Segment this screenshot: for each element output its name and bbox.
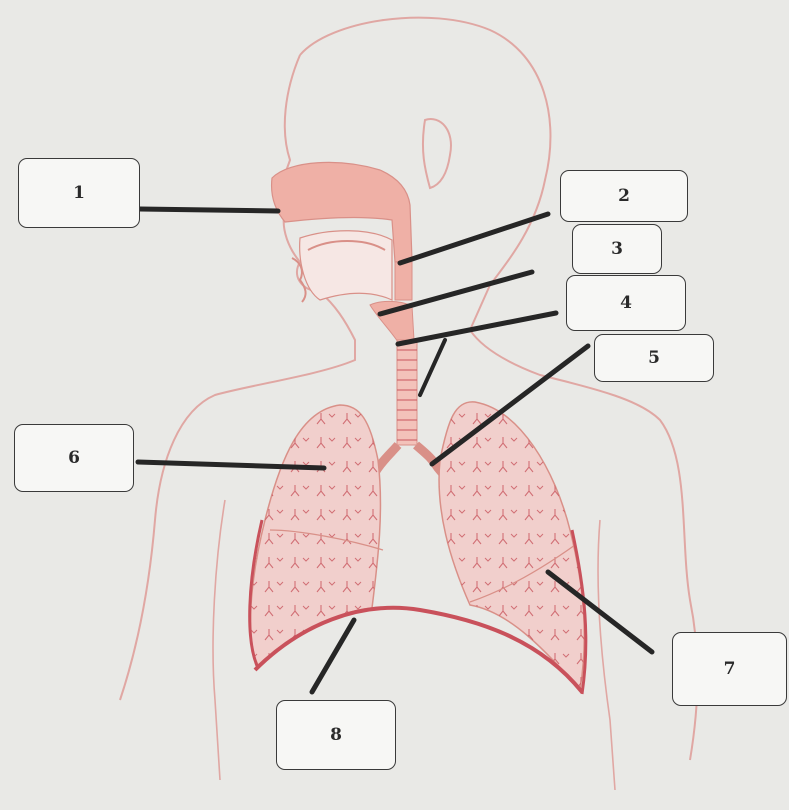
body-outline	[300, 18, 698, 760]
pharynx	[395, 262, 412, 300]
torso-left	[213, 500, 225, 780]
torso-right	[598, 520, 615, 790]
ear-outline	[423, 119, 451, 188]
label-box-2[interactable]: 2	[560, 170, 688, 222]
leader-line-4b	[420, 340, 445, 395]
label-box-8[interactable]: 8	[276, 700, 396, 770]
leader-line-1	[140, 209, 278, 211]
leader-line-2	[400, 214, 548, 263]
leader-line-8	[312, 620, 354, 692]
label-box-3[interactable]: 3	[572, 224, 662, 274]
label-box-1[interactable]: 1	[18, 158, 140, 228]
label-box-7[interactable]: 7	[672, 632, 787, 706]
label-box-6[interactable]: 6	[14, 424, 134, 492]
label-box-4[interactable]: 4	[566, 275, 686, 331]
trachea	[397, 340, 417, 445]
label-box-5[interactable]: 5	[594, 334, 714, 382]
